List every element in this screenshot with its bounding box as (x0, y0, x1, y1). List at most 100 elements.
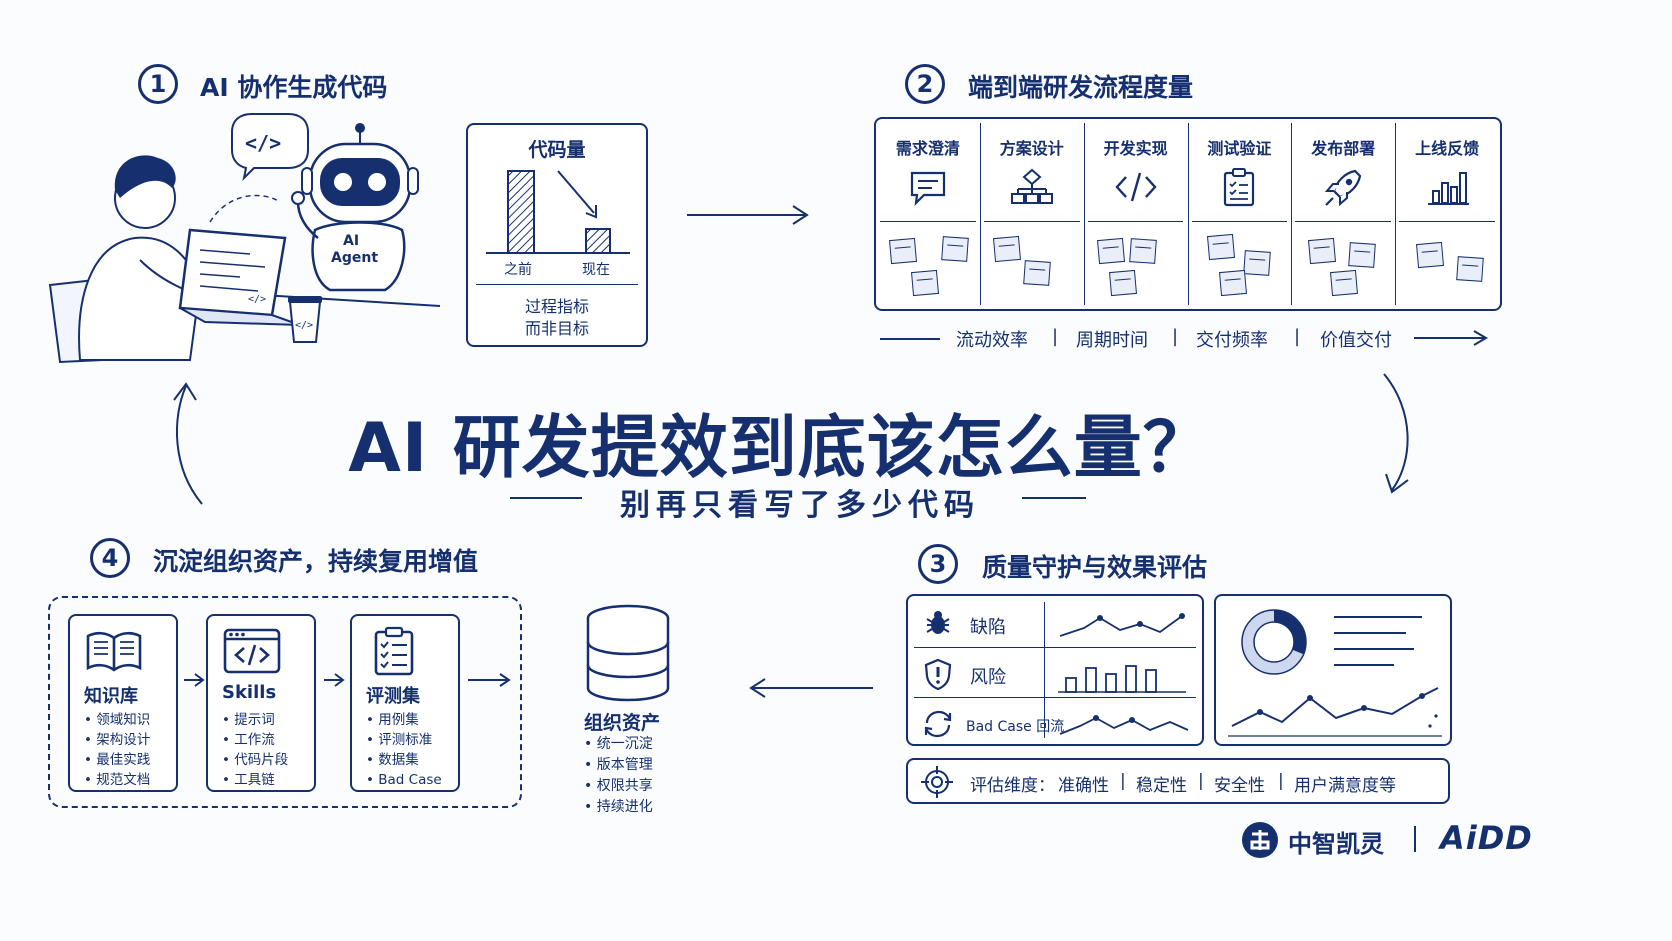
database-icon (586, 604, 670, 702)
stage-column: 需求澄清 (876, 119, 980, 309)
stage-divider (1083, 123, 1085, 305)
bar-chart-icon (1428, 172, 1470, 205)
sticky-line (1029, 268, 1046, 271)
section1-title: AI 协作生成代码 (200, 73, 388, 102)
sticky-note (1206, 233, 1235, 261)
svg-text:</>: </> (248, 294, 266, 305)
arrow-left-icon (749, 678, 873, 698)
svg-text:</>: </> (245, 131, 281, 155)
dashboard-trend-line (1228, 687, 1442, 737)
metric-separator: | (1172, 326, 1179, 347)
risk-bar-chart (1058, 665, 1186, 693)
eval-prefix: 评估维度： (970, 776, 1055, 796)
sticky-note (1218, 269, 1247, 297)
stage-divider-h (1399, 221, 1495, 222)
eval-stability: 稳定性 (1136, 776, 1187, 796)
sticky-note (1023, 260, 1051, 286)
section2-number: 2 (905, 64, 945, 104)
asset-card-items: 提示词工作流代码片段工具链 (222, 710, 288, 790)
eval-security: 安全性 (1214, 776, 1265, 796)
legend-line (1334, 648, 1414, 650)
sticky-note (1348, 242, 1377, 268)
asset-card-title: 评测集 (366, 686, 420, 707)
sticky-line (1248, 258, 1265, 261)
stage-label: 测试验证 (1207, 139, 1272, 158)
quality-divider-v (1044, 602, 1045, 738)
stage-label: 发布部署 (1311, 139, 1376, 158)
sticky-note (889, 237, 917, 265)
asset-card-item: 代码片段 (222, 750, 288, 770)
asset-items: 统一沉淀 版本管理 权限共享 持续进化 (584, 734, 653, 818)
sticky-line (947, 244, 964, 247)
code-amount-card: 代码量 之前 现在 过程指标 而非目标 (466, 123, 648, 347)
section4-title: 沉淀组织资产，持续复用增值 (153, 547, 479, 576)
sticky-line (1462, 264, 1479, 267)
metric-delivery-frequency: 交付频率 (1196, 330, 1268, 351)
stage-divider-h (880, 221, 976, 222)
asset-card-item: 工具链 (222, 770, 288, 790)
asset-card-title: 知识库 (84, 686, 138, 707)
quality-row-defect-label: 缺陷 (970, 617, 1006, 638)
stage-label: 开发实现 (1103, 139, 1168, 158)
section2-title: 端到端研发流程度量 (968, 73, 1194, 102)
subtitle-line-left (510, 497, 582, 499)
asset-card-items: 领域知识架构设计最佳实践规范文档 (84, 710, 150, 790)
sticky-note (1096, 237, 1125, 265)
main-subtitle: 别再只看写了多少代码 (620, 488, 980, 523)
sticky-line (1114, 278, 1131, 281)
stage-column: 上线反馈 (1395, 119, 1499, 309)
sticky-note (1456, 256, 1484, 282)
sticky-line (1421, 250, 1438, 253)
eval-separator: | (1278, 771, 1284, 791)
metric-separator: | (1052, 326, 1059, 347)
eval-separator: | (1120, 771, 1126, 791)
stage-divider (1395, 123, 1397, 305)
refresh-icon (924, 710, 952, 738)
asset-card-item: 用例集 (366, 710, 442, 730)
stage-column: 发布部署 (1291, 119, 1395, 309)
section4-number: 4 (90, 538, 130, 578)
warning-shield-icon (924, 658, 952, 690)
metrics-bar: 流动效率 | 周期时间 | 交付频率 | 价值交付 (880, 324, 1492, 352)
asset-card-item: 工作流 (222, 730, 288, 750)
section3-number: 3 (918, 544, 958, 584)
asset-item: 权限共享 (584, 776, 653, 797)
sticky-note (941, 236, 969, 262)
eval-satisfaction: 用户满意度等 (1294, 776, 1396, 796)
section1-number: 1 (138, 64, 178, 104)
bar-before (507, 170, 535, 254)
sticky-line (1102, 246, 1119, 249)
developer-robot-illustration: </> </> </> AI Agent (48, 113, 441, 364)
asset-card: 评测集用例集评测标准数据集Bad Case (350, 614, 460, 792)
code-icon (1114, 172, 1157, 202)
code-card-note-2: 而非目标 (524, 319, 589, 338)
arrow-right-icon (1414, 330, 1488, 346)
asset-card-items: 用例集评测标准数据集Bad Case (366, 710, 442, 790)
flowchart-icon (1010, 168, 1053, 204)
sticky-note (1128, 238, 1157, 264)
metric-cycle-time: 周期时间 (1076, 330, 1148, 351)
code-amount-bars (486, 170, 630, 254)
footer-divider (1414, 826, 1416, 852)
badcase-trend-line (1059, 715, 1189, 735)
asset-card-item: 评测标准 (366, 730, 442, 750)
process-stages: 需求澄清方案设计 开发实现 测试验证 发布部署上线反馈 (876, 119, 1500, 309)
section3-title: 质量守护与效果评估 (982, 553, 1208, 582)
sticky-note (1242, 250, 1271, 276)
sticky-line (998, 244, 1015, 247)
arrow-right-icon (324, 673, 345, 687)
legend-line (1334, 632, 1406, 634)
legend-line (1334, 664, 1394, 666)
sticky-line (916, 278, 933, 281)
asset-card-item: 领域知识 (84, 710, 150, 730)
quality-card: 缺陷 风险 Bad Case 回流 (906, 594, 1204, 746)
chat-bubble-icon (910, 171, 946, 207)
defect-trend-line (1059, 613, 1185, 637)
sticky-line (1314, 246, 1331, 249)
stage-label: 方案设计 (999, 139, 1064, 158)
quality-row-risk-label: 风险 (970, 667, 1006, 688)
sticky-note (911, 269, 939, 297)
brand-name-cn: 中智凯灵 (1288, 830, 1384, 858)
subtitle-line-right (1022, 497, 1086, 499)
sticky-line (1134, 246, 1151, 249)
